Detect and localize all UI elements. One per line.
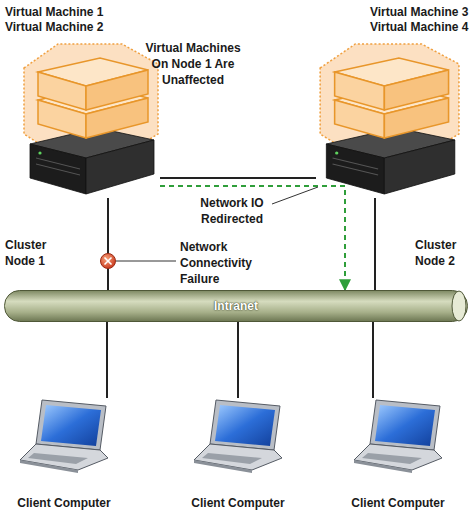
network-link	[237, 322, 239, 398]
network-link	[372, 322, 374, 398]
server-illustration	[20, 40, 160, 198]
edge-callout: Network IO Redirected	[191, 195, 273, 227]
callout-note: Virtual Machines On Node 1 Are Unaffecte…	[138, 40, 248, 88]
server-illustration	[316, 40, 461, 198]
network-link	[160, 177, 316, 179]
vm-label: Virtual Machine 1	[5, 4, 145, 20]
network-link	[107, 198, 109, 290]
failure-symbol	[101, 254, 116, 269]
network-link	[106, 322, 108, 398]
cluster-node: Cluster Node 1	[20, 40, 160, 198]
node-label: Client Computer	[173, 495, 303, 511]
network-node: Intranet	[4, 290, 468, 322]
vm-label: Virtual Machine 3	[370, 4, 472, 20]
vm-label: Virtual Machine 4	[370, 19, 472, 35]
laptop-illustration	[18, 398, 110, 473]
client-node: Client Computer	[18, 398, 110, 473]
node-label: Cluster Node 1	[5, 237, 65, 269]
leader-line	[116, 261, 176, 262]
node-label: Cluster Node 2	[415, 237, 472, 269]
network-link	[374, 198, 376, 290]
leader-line	[272, 187, 318, 204]
client-node: Client Computer	[352, 398, 444, 473]
node-label: Client Computer	[0, 495, 129, 511]
network-label: Intranet	[4, 298, 468, 314]
cluster-node: Cluster Node 2	[316, 40, 461, 198]
node-label: Client Computer	[333, 495, 463, 511]
redirect-arrow	[160, 186, 345, 290]
client-node: Client Computer	[192, 398, 284, 473]
vm-label: Virtual Machine 2	[5, 19, 145, 35]
edge-callout: Network Connectivity Failure	[180, 239, 260, 287]
laptop-illustration	[192, 398, 284, 473]
laptop-illustration	[352, 398, 444, 473]
